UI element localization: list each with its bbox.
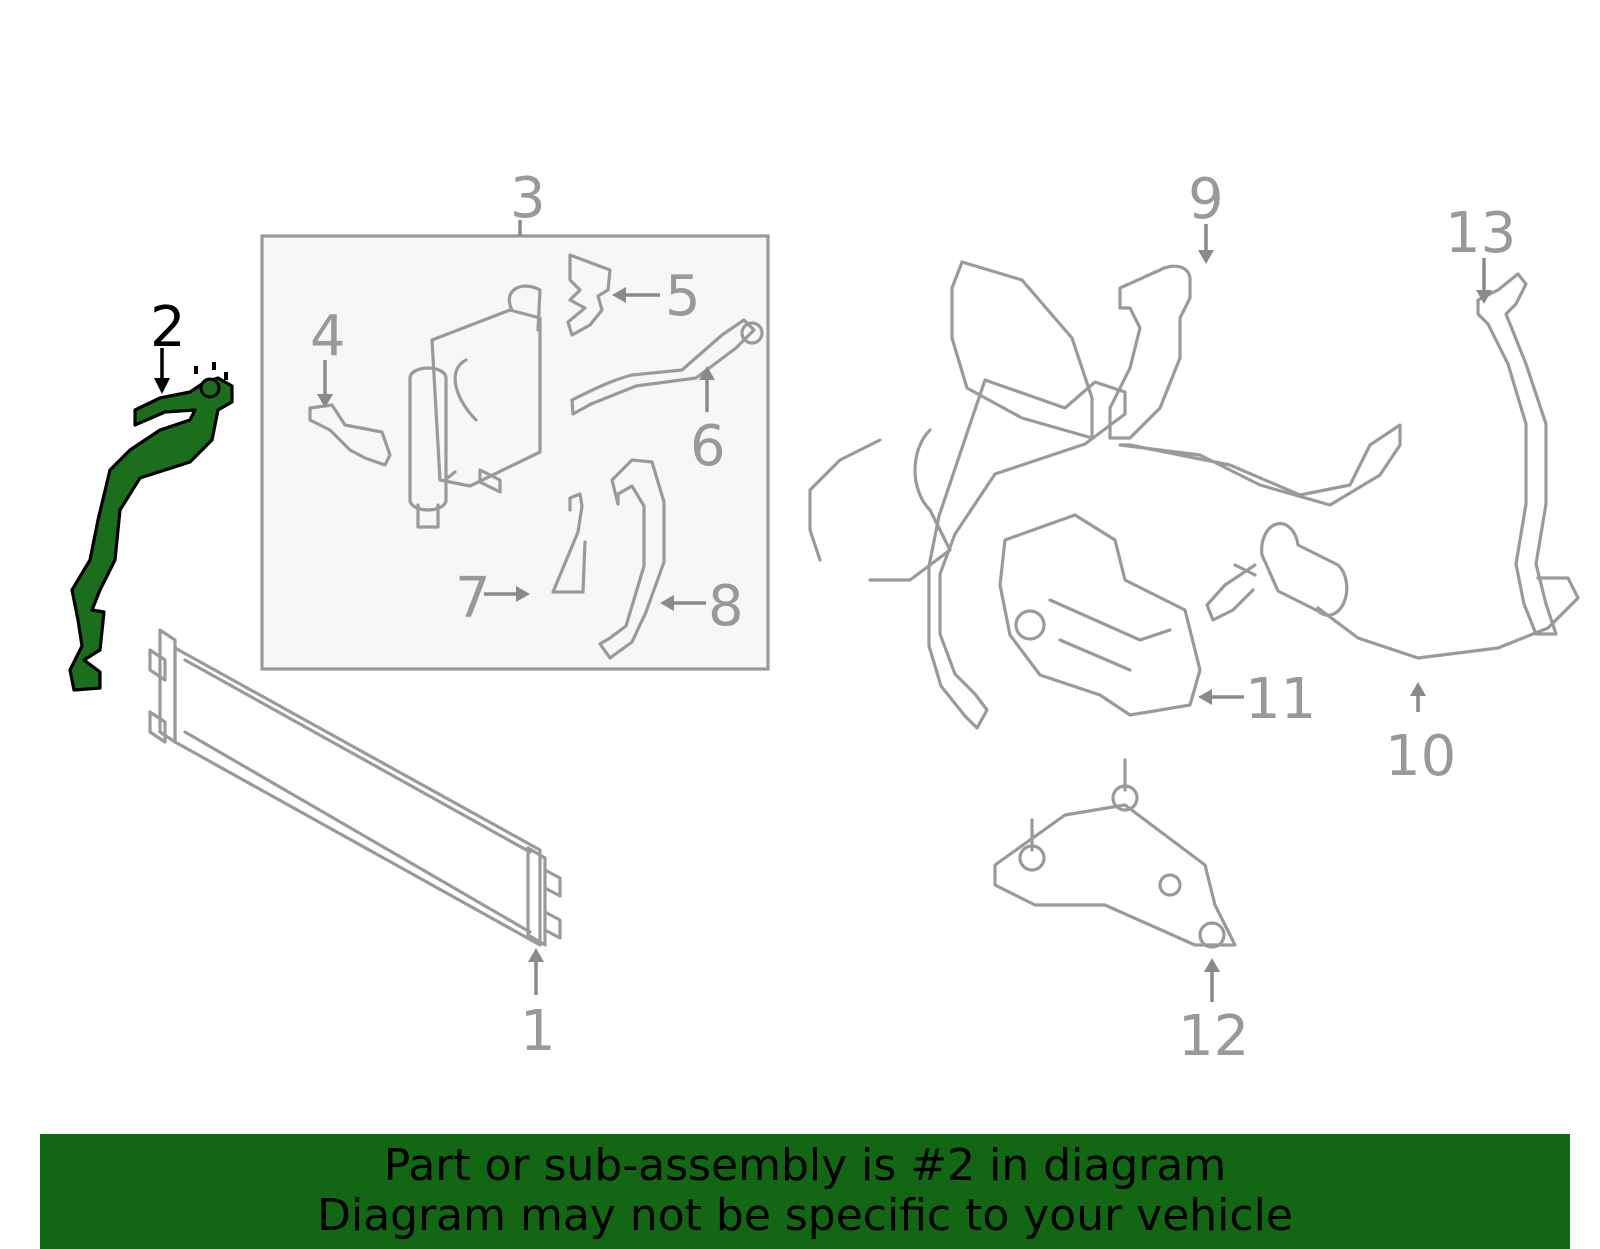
callout-6: 6 [690,414,726,479]
part-6-hose[interactable] [570,318,756,416]
callout-1: 1 [520,999,556,1064]
part-5-bracket[interactable] [566,253,612,337]
callout-5: 5 [665,264,701,329]
callout-13: 13 [1445,201,1516,266]
info-banner: Part or sub-assembly is #2 in diagram Di… [40,1134,1570,1249]
coolant-pipe-assembly[interactable] [808,260,1402,730]
part-10-hose[interactable] [1205,521,1580,660]
chiller-unit[interactable] [408,284,542,529]
part-13-hose[interactable] [1476,272,1558,636]
part-11-compressor[interactable] [998,513,1202,717]
callout-10: 10 [1385,724,1456,789]
callout-12: 12 [1178,1004,1249,1069]
callout-8: 8 [708,574,744,639]
part-2-highlighted[interactable] [68,362,234,692]
callout-4: 4 [310,304,346,369]
part-4-bracket[interactable] [308,403,392,467]
part-1-condenser[interactable] [148,628,562,947]
part-7-pipe[interactable] [551,492,587,594]
callout-9: 9 [1188,167,1224,232]
callout-2: 2 [150,295,186,360]
subassembly-box [260,234,770,671]
banner-line-2: Diagram may not be specific to your vehi… [317,1190,1293,1241]
callout-7: 7 [455,566,491,631]
callout-11: 11 [1245,667,1316,732]
part-8-pipe[interactable] [598,458,666,660]
callout-3: 3 [510,166,546,231]
part-12-mount[interactable] [993,758,1237,949]
banner-line-1: Part or sub-assembly is #2 in diagram [383,1140,1227,1191]
